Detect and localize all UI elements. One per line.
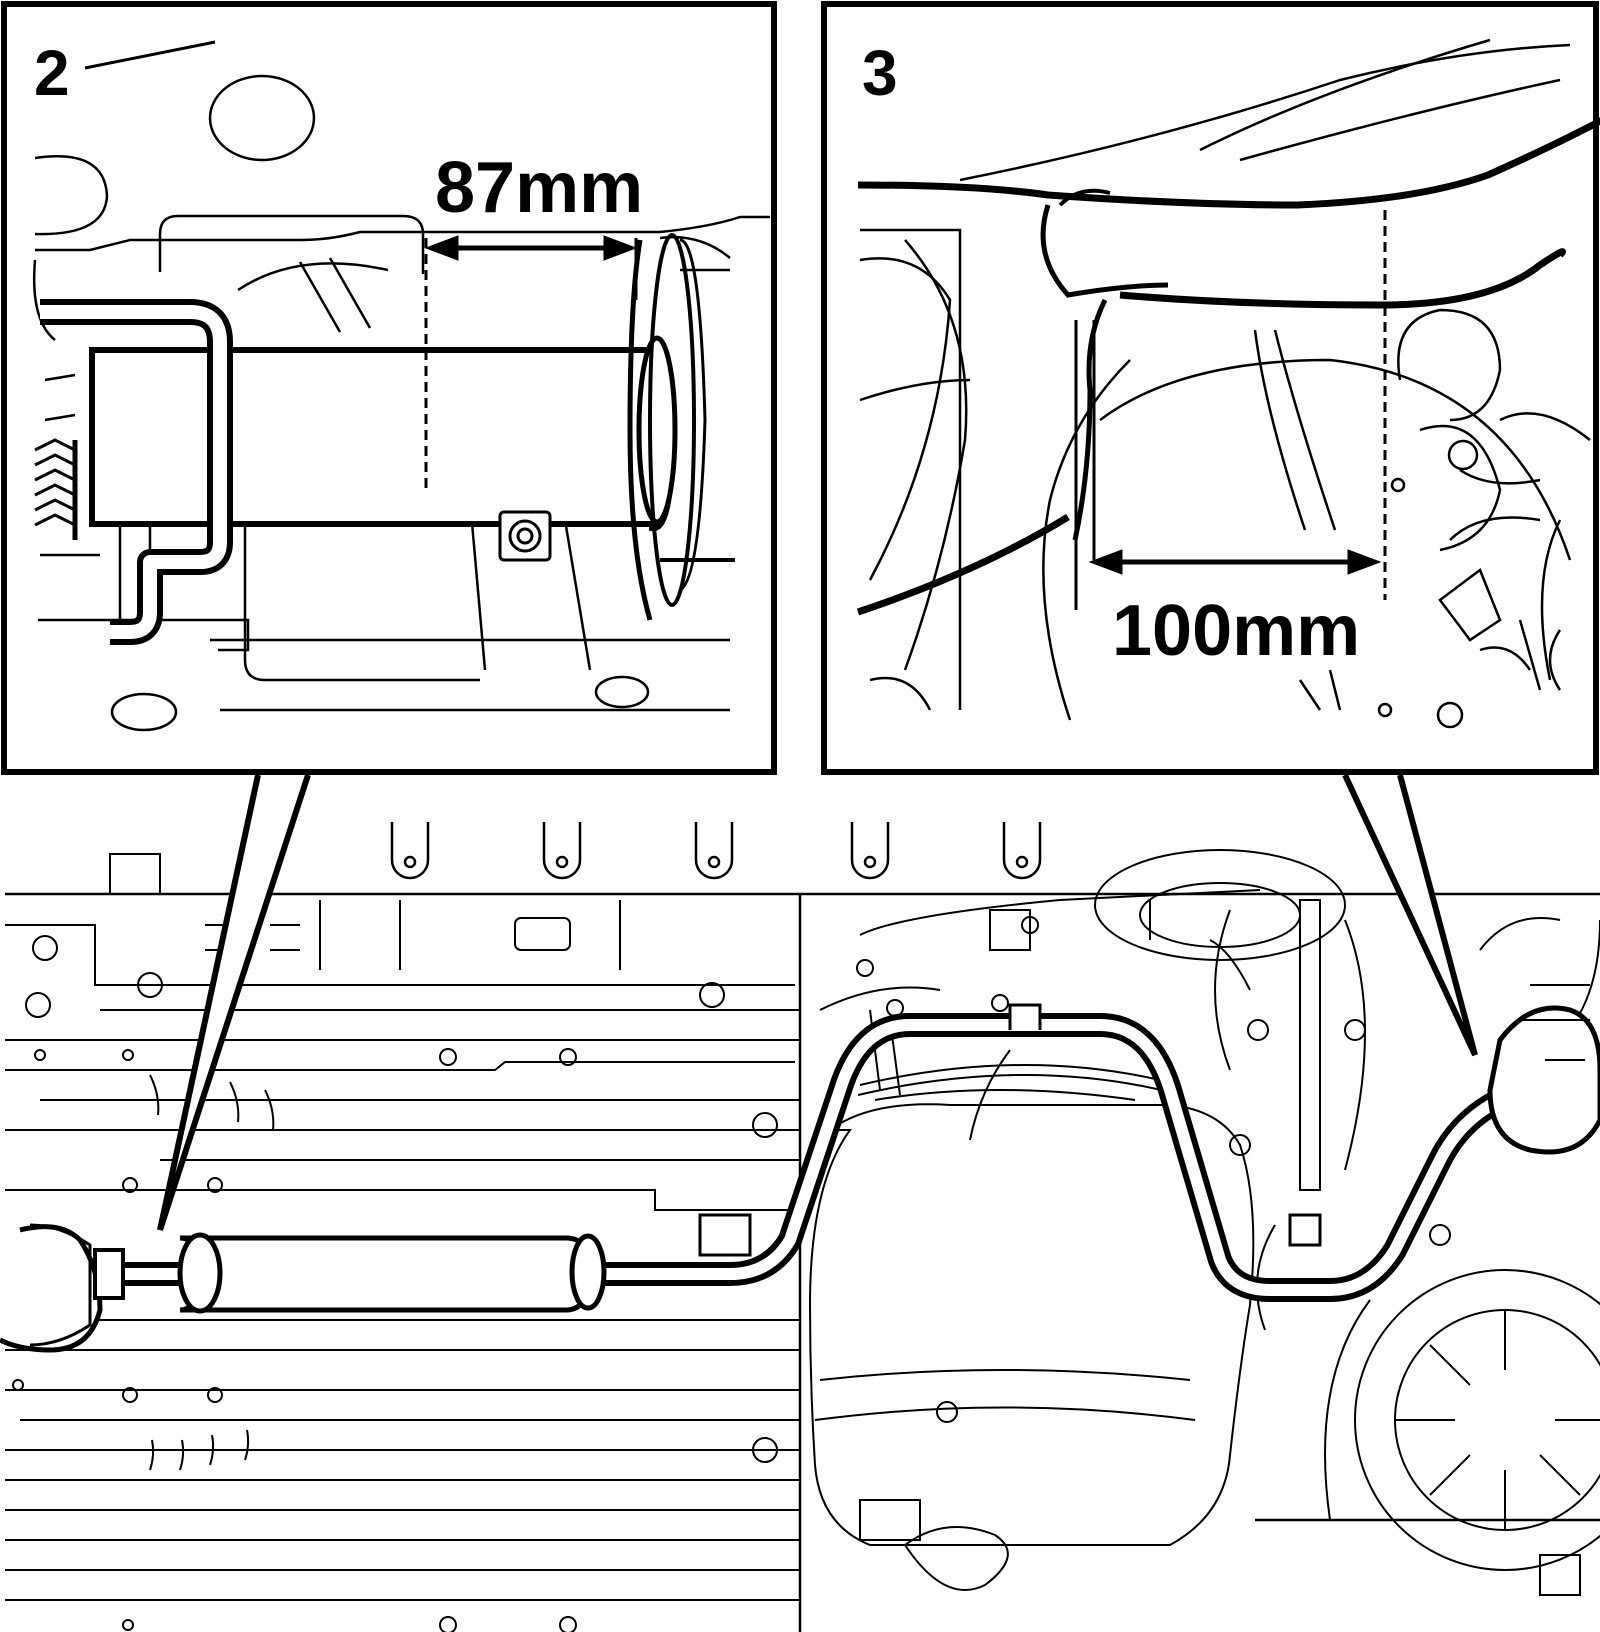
- callout-2-dimension: [424, 235, 638, 488]
- callout-2-heat-shield: [34, 438, 78, 540]
- callout-3-dimension: [1074, 210, 1387, 610]
- callout-2: 2 87mm: [1, 1, 777, 775]
- exhaust-hanger: [698, 1213, 752, 1257]
- callout-3-detail: [859, 38, 1591, 729]
- rear-silencer: [1487, 984, 1600, 1155]
- underbody-view: [0, 773, 1600, 1632]
- exhaust-system: [0, 1003, 1512, 1353]
- fuel-tank: [808, 1009, 1255, 1591]
- spare-wheel: [1094, 849, 1600, 1571]
- muffler: [179, 1235, 593, 1313]
- callout-2-pipe: [89, 233, 707, 621]
- callout-leaders: [157, 773, 1478, 1231]
- mounting-tabs: [390, 822, 1042, 880]
- callout-2-rubber-mount: [498, 510, 552, 562]
- callout-2-number: 2: [34, 37, 70, 109]
- callout-3-number: 3: [862, 37, 898, 109]
- callout-3-measurement: 100mm: [1112, 591, 1360, 671]
- callout-2-measurement: 87mm: [435, 148, 643, 228]
- callout-3: 3 100mm: [821, 1, 1600, 775]
- underbody-lines: [857, 1064, 1276, 1331]
- callout-3-frame: [821, 1, 1599, 775]
- rear-axle-detail: [819, 889, 1581, 1596]
- callout-3-tailpipe: [1040, 188, 1169, 298]
- callout-2-hanger: [40, 299, 233, 645]
- callout-2-detail: [32, 40, 770, 732]
